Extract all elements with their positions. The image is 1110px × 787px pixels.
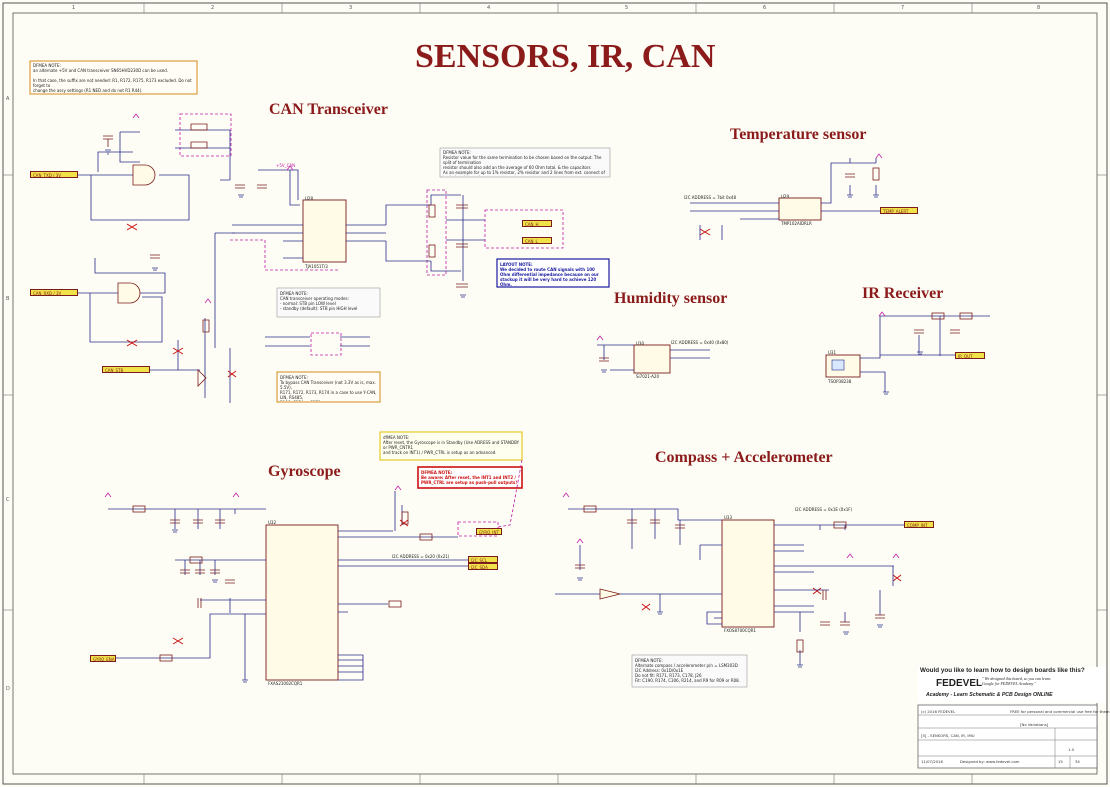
port-i2c-scl: I2C_SCL <box>468 556 498 563</box>
section-title-humidity: Humidity sensor <box>614 290 728 307</box>
compass-ic-pn: FXOS8700CQR1 <box>724 628 756 633</box>
port-gyro-ena: GYRO_ENA <box>90 655 116 662</box>
can-ic-pn: TJA1051T/3 <box>305 264 328 269</box>
can-bypass-note: DFMEA NOTE: To bypass CAN Transceiver (n… <box>280 375 377 401</box>
temp-ic-ref: U29 <box>781 194 790 199</box>
border-col-2: 2 <box>211 5 215 11</box>
gyro-ic-pn: FXAS21002CQR1 <box>268 681 303 686</box>
border-col-8: 8 <box>1037 5 1041 11</box>
fedevel-logo: FEDEVEL <box>936 678 983 689</box>
tb-rev: 1.0 <box>1068 747 1075 752</box>
border-col-3: 3 <box>349 5 353 11</box>
section-title-can: CAN Transceiver <box>269 101 388 118</box>
border-row-a: A <box>6 96 10 102</box>
tb-sheet-of: 34 <box>1075 759 1080 764</box>
promo-question: Would you like to learn how to design bo… <box>920 667 1085 674</box>
section-title-temperature: Temperature sensor <box>730 126 867 143</box>
gyro-warning-note: DFMEA NOTE: Be aware: After reset, the I… <box>421 470 518 485</box>
border-row-d: D <box>6 686 10 692</box>
port-can-l: CAN_L <box>522 237 552 244</box>
tb-date: 11/07/2016 <box>921 759 943 764</box>
tb-company: (c) 2016 FEDEVEL <box>921 709 956 714</box>
compass-i2c-address: I2C ADDRESS = 0x1E (0x1F) <box>795 507 853 512</box>
humidity-ic-pn: Si7021-A20 <box>636 374 660 379</box>
ir-ic-ref: U31 <box>828 350 837 355</box>
port-ir-out: IR_OUT <box>955 352 985 359</box>
academy-promo: Would you like to learn how to design bo… <box>918 667 1106 703</box>
border-row-b: B <box>6 296 10 302</box>
dfm-note-top: DFMEA NOTE: an alternate +5V and CAN tra… <box>33 63 192 93</box>
border-col-5: 5 <box>625 5 629 11</box>
border-col-4: 4 <box>487 5 491 11</box>
compass-note: DFMEA NOTE: Alternate compass / accelero… <box>635 658 740 683</box>
tb-license: FREE for personal and commercial use fre… <box>1010 709 1110 714</box>
humidity-ic-ref: U30 <box>636 341 645 346</box>
border-col-6: 6 <box>763 5 767 11</box>
gyro-i2c-address: I2C ADDRESS = 0x20 (0x21) <box>392 554 450 559</box>
page-title: SENSORS, IR, CAN <box>415 38 716 75</box>
can-vcc-label: +5V_CAN <box>276 163 296 168</box>
section-title-compass: Compass + Accelerometer <box>655 449 833 466</box>
port-compass-int: COMP_INT <box>904 521 934 528</box>
border-col-7: 7 <box>901 5 905 11</box>
temp-ic-pn: TMP102AIDRLR <box>781 221 812 226</box>
port-can-h: CAN_H <box>522 220 552 227</box>
port-can-stb: CAN_STB <box>102 366 150 373</box>
border-row-c: C <box>6 497 10 503</box>
can-mode-note: DFMEA NOTE: CAN transceiver operating mo… <box>280 291 358 311</box>
port-gyro-int: GYRO_INT <box>476 528 502 535</box>
tb-sheet-no: 15 <box>1058 759 1063 764</box>
tb-designed: Designed by: www.fedevel.com <box>960 759 1020 764</box>
port-can-rxd: CAN_RXD / 3V <box>30 289 78 296</box>
temp-i2c-address: I2C ADDRESS = 7bit 0x48 <box>684 195 737 200</box>
section-title-gyroscope: Gyroscope <box>268 463 341 480</box>
can-resistor-note: DFMEA NOTE: Resistor value for the same … <box>443 150 605 176</box>
humidity-i2c-address: I2C ADDRESS = 0x40 (0x80) <box>671 340 729 345</box>
border-col-1: 1 <box>72 5 76 11</box>
tb-variant: [No Variations] <box>1020 722 1049 727</box>
promo-academy: Academy - Learn Schematic & PCB Design O… <box>926 692 1053 698</box>
section-title-ir: IR Receiver <box>862 285 944 302</box>
promo-subtext: " We designed this board, so you can lea… <box>982 676 1052 686</box>
layout-note: LAYOUT NOTE: We decided to route CAN sig… <box>500 262 599 286</box>
port-temp-alert: TEMP_ALERT <box>880 207 918 214</box>
compass-ic-ref: U33 <box>724 515 733 520</box>
port-can-txd: CAN_TXD / 3V <box>30 171 78 178</box>
can-ic-ref: U28 <box>305 196 314 201</box>
tb-sheet-name: [5] - SENSORS, CAN, IR, IMU <box>921 733 975 738</box>
gyro-note: dfMEA NOTE: After reset, the Gyroscope i… <box>383 435 520 455</box>
ir-ic-pn: TSOP38238 <box>828 379 852 384</box>
port-i2c-sda: I2C_SDA <box>468 563 498 570</box>
gyro-ic-ref: U32 <box>268 520 277 525</box>
